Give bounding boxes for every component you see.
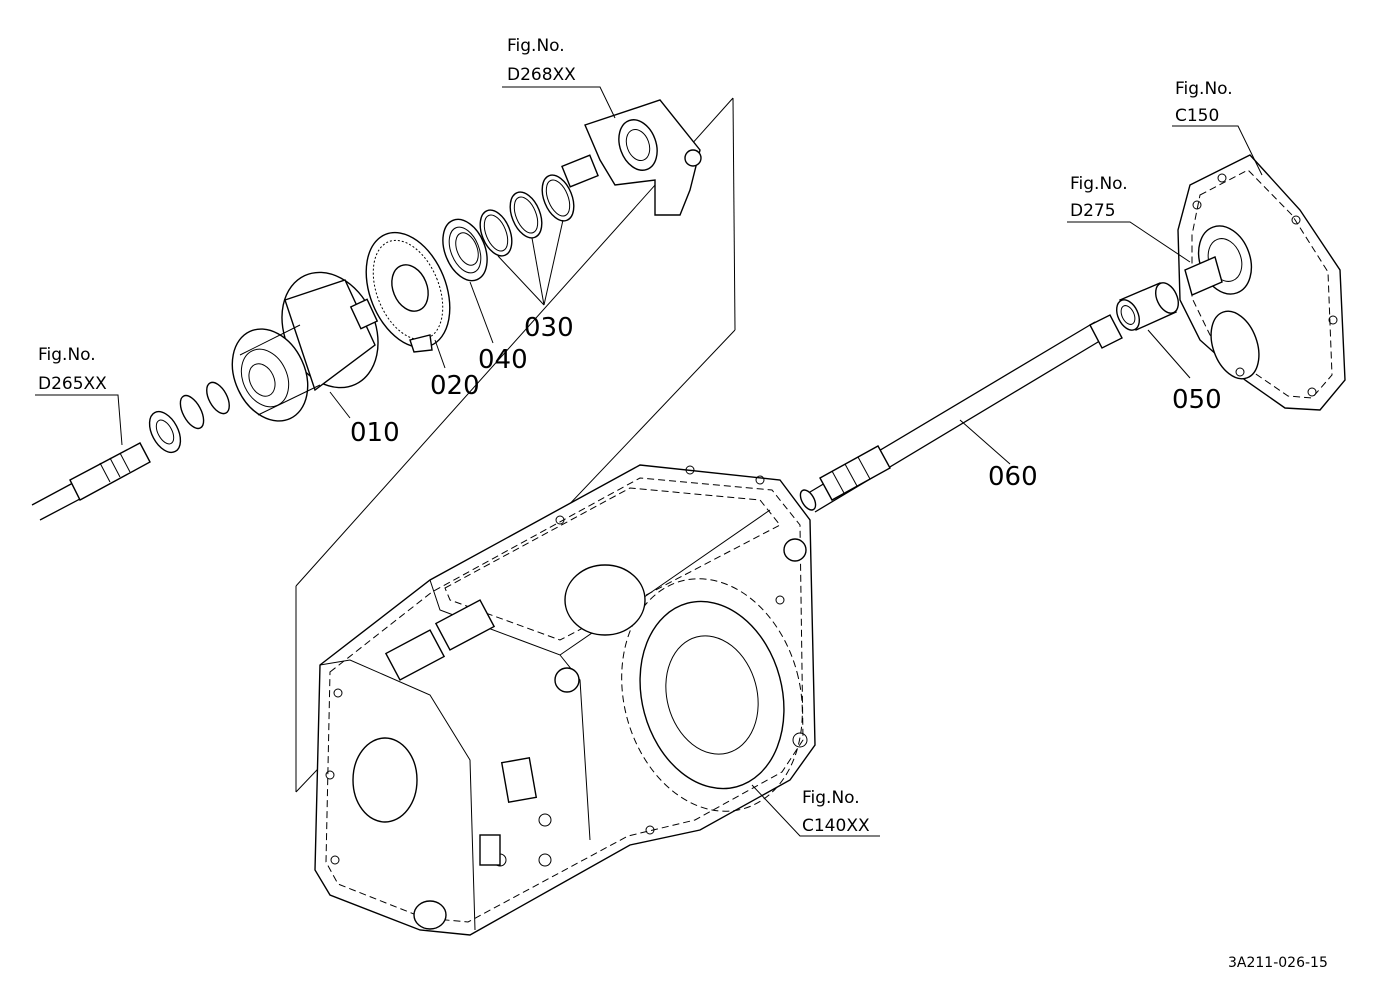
fig-ref-c150-line2: C150 — [1175, 106, 1219, 126]
shift-fork — [561, 99, 702, 216]
fig-ref-c140-line1: Fig.No. — [802, 788, 860, 808]
fig-ref-d265-line1: Fig.No. — [38, 345, 96, 365]
diagram-code: 3A211-026-15 — [1228, 955, 1328, 971]
part-020-ring-gear — [365, 231, 451, 353]
part-060-shaft — [799, 314, 1123, 513]
part-label-020: 020 — [430, 371, 480, 401]
part-label-040: 040 — [478, 345, 528, 375]
fig-ref-c140-line2: C140XX — [802, 816, 870, 836]
fig-ref-d275: Fig.No. D275 — [1070, 174, 1128, 221]
part-label-060: 060 — [988, 462, 1038, 492]
leader-lines — [35, 86, 1263, 837]
fig-ref-c150-line1: Fig.No. — [1175, 79, 1233, 99]
part-030-shims — [479, 174, 575, 257]
shaft-rings — [148, 381, 230, 454]
fig-ref-d268-line2: D268XX — [507, 65, 576, 85]
part-050-bushing — [1115, 282, 1180, 331]
fig-ref-c150: Fig.No. C150 — [1175, 79, 1233, 126]
transmission-case — [314, 464, 816, 936]
part-label-010: 010 — [350, 418, 400, 448]
input-shaft — [31, 442, 151, 521]
fig-ref-d265: Fig.No. D265XX — [38, 345, 107, 394]
fig-ref-d268: Fig.No. D268XX — [507, 36, 576, 85]
fig-ref-d265-line2: D265XX — [38, 374, 107, 394]
fig-ref-d268-line1: Fig.No. — [507, 36, 565, 56]
part-label-030: 030 — [524, 313, 574, 343]
part-010-housing — [231, 271, 379, 422]
part-040-bearing — [442, 218, 488, 282]
fig-ref-d275-line1: Fig.No. — [1070, 174, 1128, 194]
fig-ref-c140: Fig.No. C140XX — [802, 788, 870, 836]
part-label-050: 050 — [1172, 385, 1222, 415]
fig-ref-d275-line2: D275 — [1070, 201, 1116, 221]
rear-cover — [1177, 154, 1346, 411]
